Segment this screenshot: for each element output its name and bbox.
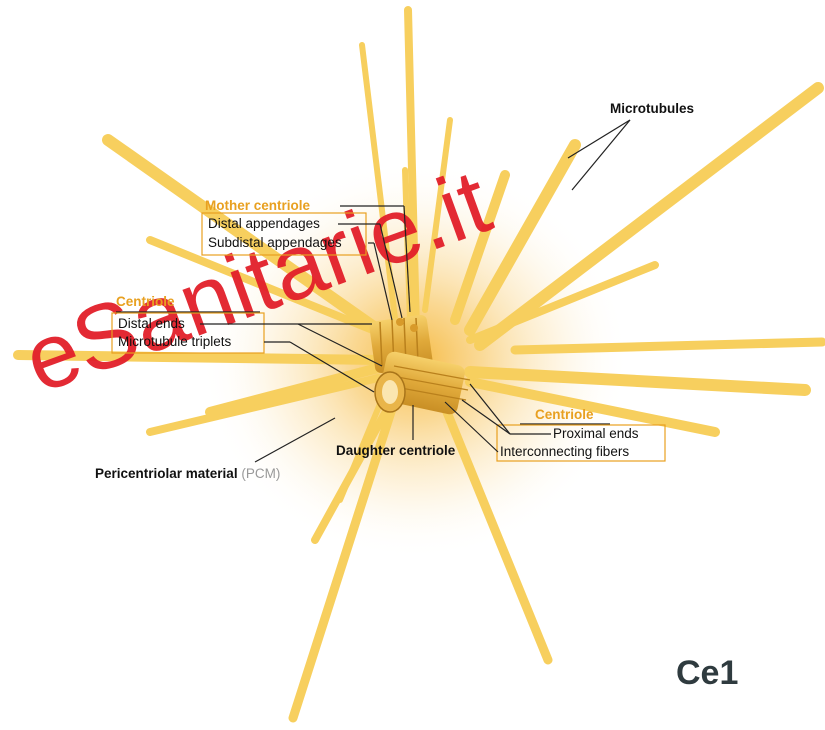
centriole-right-box: [496, 424, 666, 462]
microtubule-triplets-label: Microtubule triplets: [118, 334, 232, 349]
daughter-centriole-shape: [374, 351, 471, 415]
subdistal-appendages-label: Subdistal appendages: [208, 235, 342, 250]
microtubules-rays: [13, 6, 825, 723]
centriole-label-left: Centriole: [116, 294, 175, 309]
proximal-ends-label: Proximal ends: [553, 426, 639, 441]
centriole-label-right: Centriole: [535, 407, 594, 422]
pcm-abbrev: (PCM): [241, 466, 280, 481]
figure-code: Ce1: [676, 654, 738, 692]
interconnecting-fibers-label: Interconnecting fibers: [500, 444, 629, 459]
mother-centriole-box: [201, 212, 367, 256]
microtubules-label: Microtubules: [610, 101, 694, 116]
distal-ends-label: Distal ends: [118, 316, 185, 331]
mother-centriole-label: Mother centriole: [205, 198, 311, 213]
daughter-centriole-label: Daughter centriole: [336, 443, 456, 458]
distal-appendages-label: Distal appendages: [208, 216, 320, 231]
pericentriolar-material-label: Pericentriolar material (PCM): [95, 466, 280, 481]
centriole-left-box: [111, 312, 265, 354]
